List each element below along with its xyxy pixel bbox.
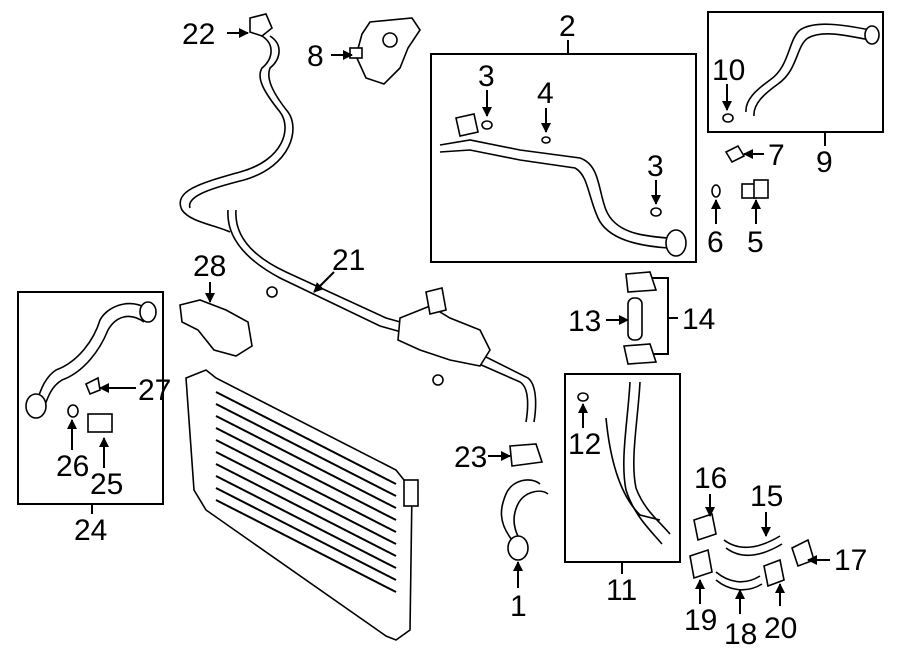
clip-7 xyxy=(724,144,746,164)
callout-23: 23 xyxy=(454,441,487,474)
callout-3-upper: 3 xyxy=(478,60,495,93)
callout-15: 15 xyxy=(750,480,783,513)
pipe-11 xyxy=(577,381,671,545)
hose-18 xyxy=(715,571,763,591)
clamp-16 xyxy=(693,512,717,542)
callout-14: 14 xyxy=(682,303,715,336)
callout-28: 28 xyxy=(193,250,226,283)
group-box-9 xyxy=(707,11,884,133)
callout-18: 18 xyxy=(724,618,757,651)
callout-11: 11 xyxy=(606,574,637,607)
callout-8: 8 xyxy=(307,40,324,73)
callout-2: 2 xyxy=(559,10,576,43)
clamp-23 xyxy=(509,443,544,467)
clamp-22 xyxy=(249,13,273,37)
callout-4: 4 xyxy=(537,77,554,110)
callout-1: 1 xyxy=(510,590,527,623)
clamp-19 xyxy=(689,548,713,580)
washer-26 xyxy=(67,404,79,418)
hose-1 xyxy=(500,479,549,561)
callout-21: 21 xyxy=(332,244,365,277)
clamp-17 xyxy=(791,538,815,568)
hose-22-upper-edge xyxy=(188,35,294,209)
hose-24 xyxy=(25,301,157,419)
callout-27: 27 xyxy=(138,374,171,407)
callout-16: 16 xyxy=(694,462,727,495)
callout-12: 12 xyxy=(568,428,601,461)
tube-13 xyxy=(627,297,643,341)
group-box-2 xyxy=(430,53,697,263)
clamp-14-bottom xyxy=(623,343,658,365)
callout-17: 17 xyxy=(834,544,867,577)
clamp-20 xyxy=(763,558,785,588)
washer-6 xyxy=(711,184,721,198)
pipe-2 xyxy=(439,113,687,257)
callout-5: 5 xyxy=(747,226,764,259)
callout-6: 6 xyxy=(707,226,724,259)
callout-19: 19 xyxy=(684,604,717,637)
clip-27 xyxy=(84,376,101,396)
clamp-14-top xyxy=(625,271,658,293)
callout-10: 10 xyxy=(712,54,745,87)
callout-3-lower: 3 xyxy=(647,150,664,183)
sensor-25 xyxy=(87,413,113,433)
leader-21 xyxy=(313,271,335,293)
pipe-21 xyxy=(227,209,537,423)
callout-7: 7 xyxy=(768,139,785,172)
bracket-14 xyxy=(650,277,678,355)
callout-13: 13 xyxy=(568,305,601,338)
callout-25: 25 xyxy=(90,468,123,501)
sensor-5 xyxy=(741,179,769,199)
group-box-11 xyxy=(564,373,681,563)
hose-22-upper xyxy=(179,35,286,233)
housing-28 xyxy=(179,299,253,357)
hose-15 xyxy=(723,535,783,556)
callout-24: 24 xyxy=(74,514,107,547)
radiator xyxy=(185,369,419,641)
callout-9: 9 xyxy=(816,146,833,179)
hose-9 xyxy=(722,23,880,123)
group-box-24 xyxy=(17,291,164,505)
valve-8 xyxy=(349,17,421,85)
callout-20: 20 xyxy=(764,612,797,645)
callout-22: 22 xyxy=(182,18,215,51)
callout-26: 26 xyxy=(56,450,89,483)
